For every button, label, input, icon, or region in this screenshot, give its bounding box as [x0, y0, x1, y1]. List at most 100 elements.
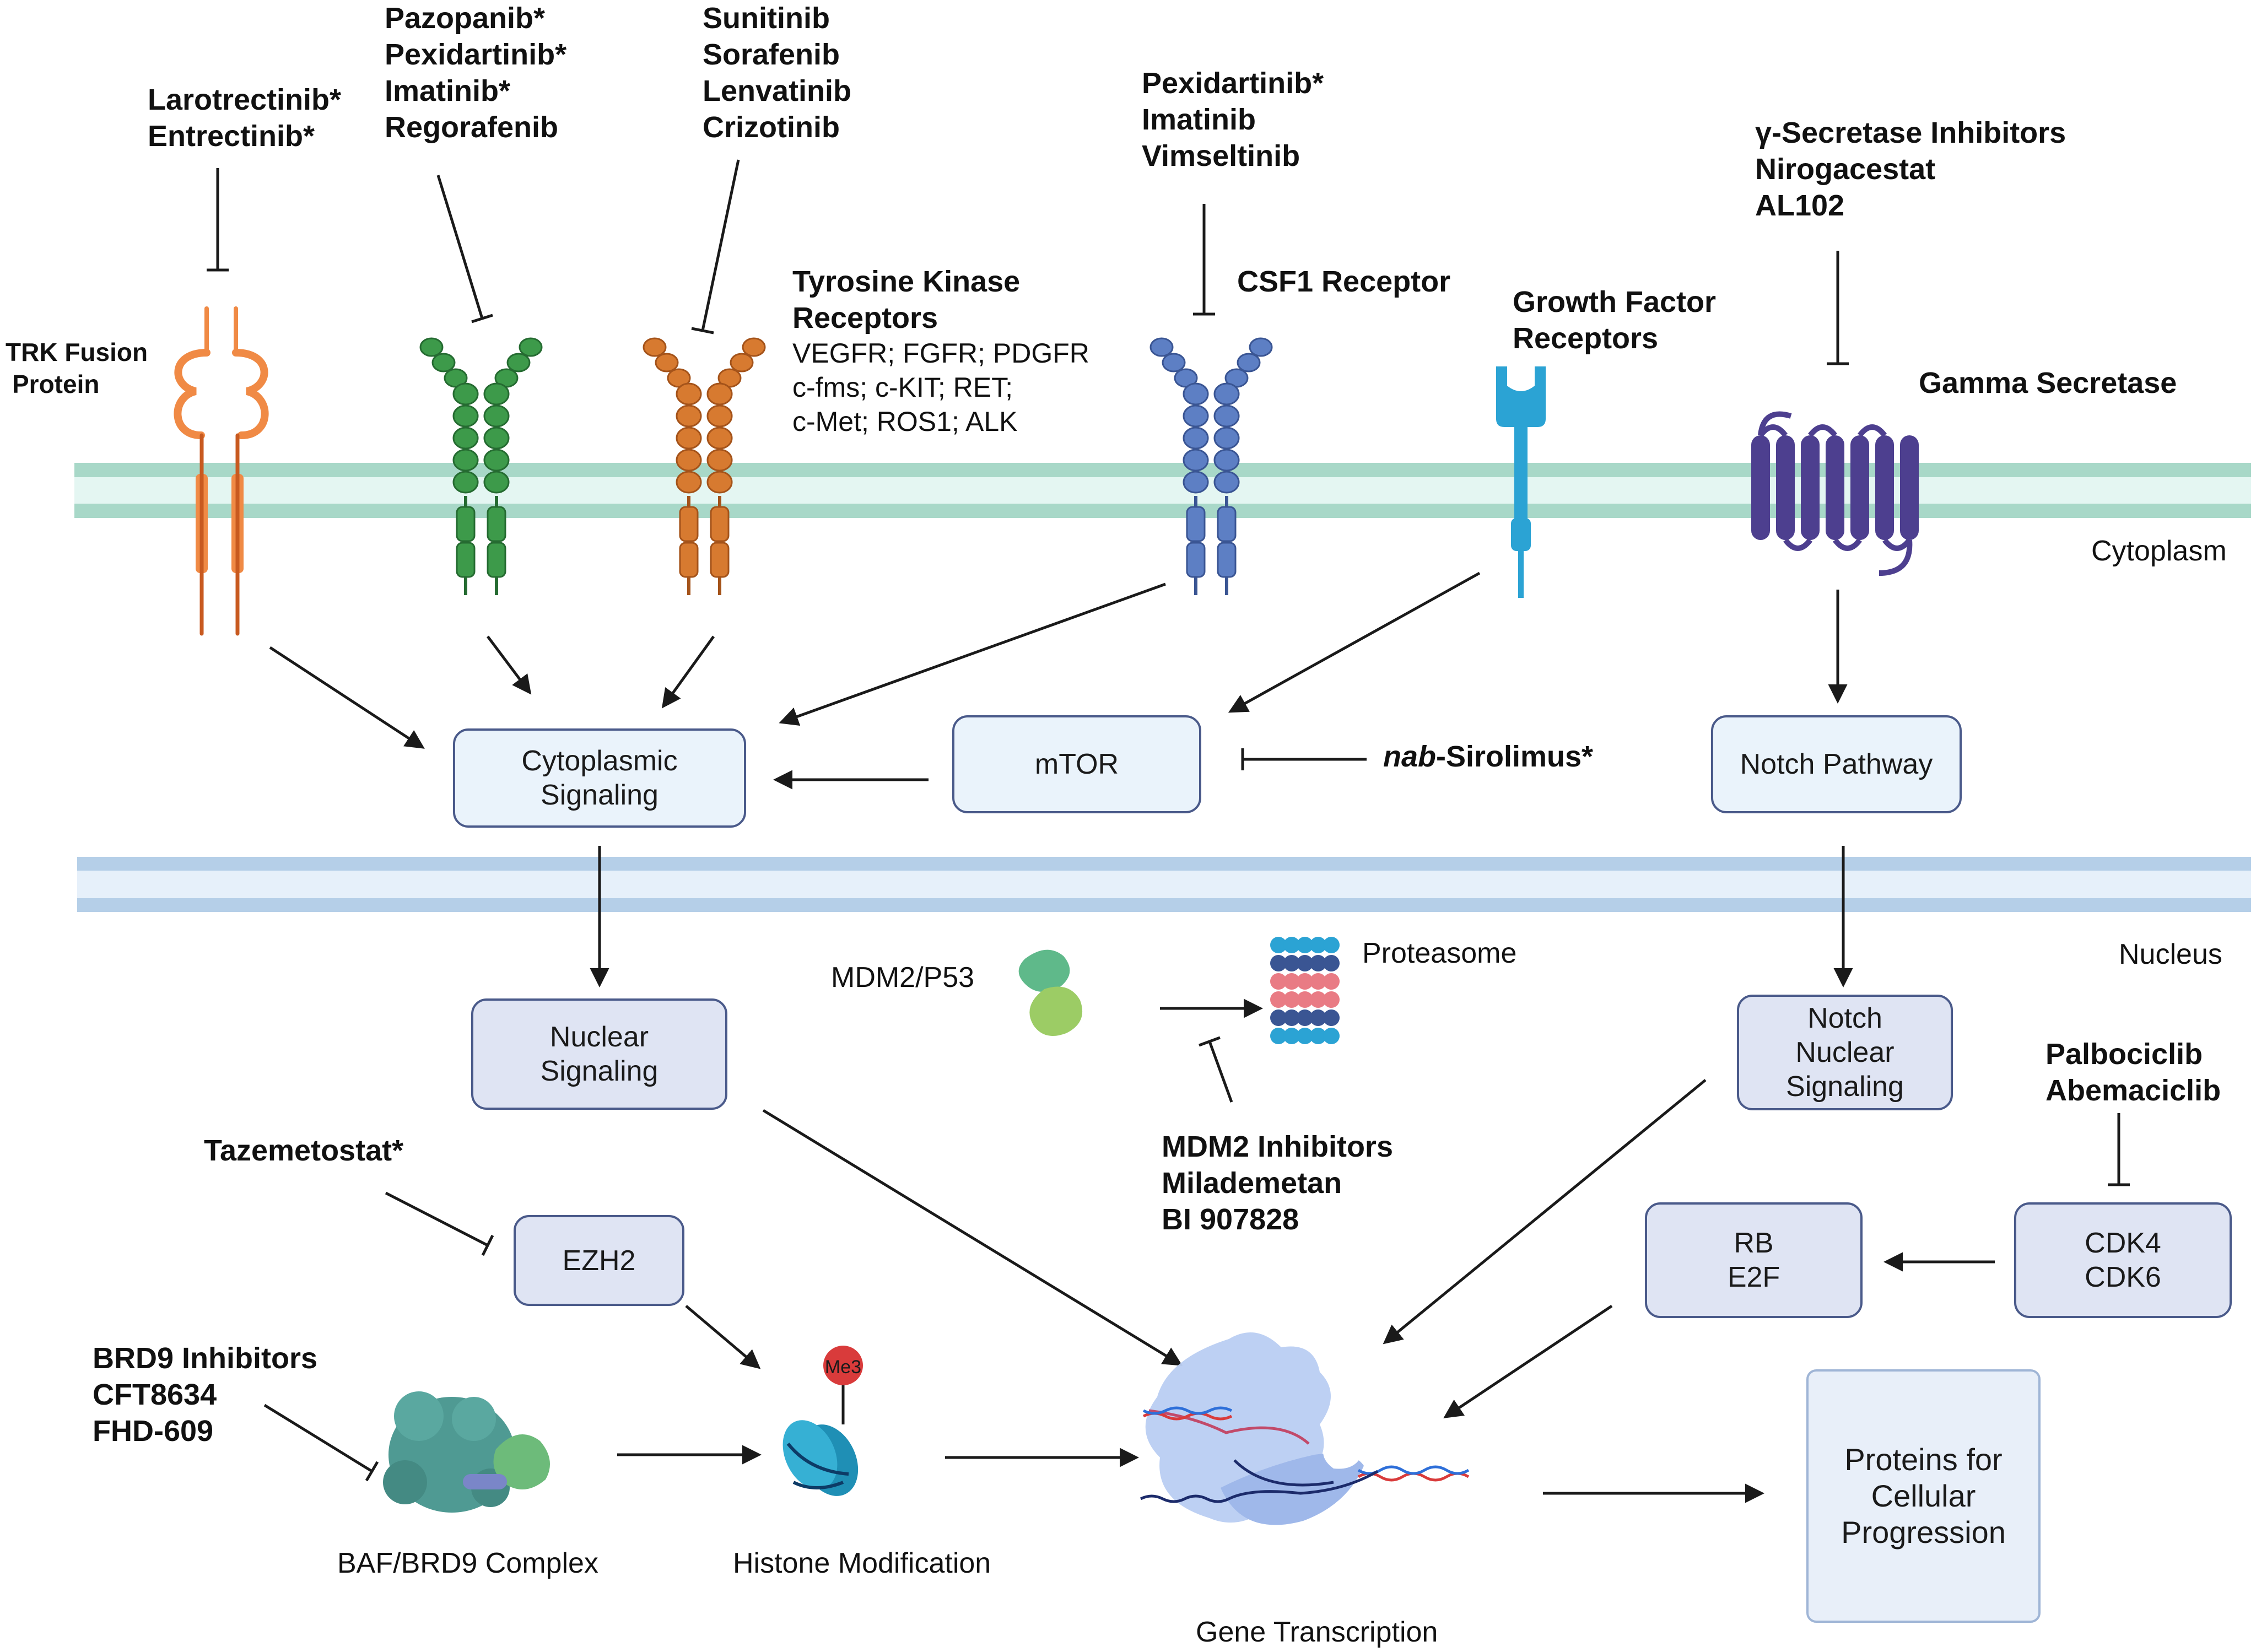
- ezh2-box: EZH2: [514, 1215, 684, 1306]
- notch-nuclear-line-3: Signaling: [1786, 1071, 1904, 1103]
- tkr-list-line-3: c-Met; ROS1; ALK: [792, 406, 1018, 437]
- drug-brd9-inhibitors: BRD9 Inhibitors: [93, 1342, 318, 1375]
- trk-fusion-protein-icon: [174, 306, 269, 636]
- drug-mdm2-inhibitors: MDM2 Inhibitors: [1162, 1130, 1393, 1163]
- cytoplasm-label: Cytoplasm: [2091, 535, 2227, 567]
- orange-receptor-icon: [643, 337, 766, 595]
- histone-modification-label: Histone Modification: [733, 1547, 991, 1579]
- growth-factor-receptors-label: Growth Factor Receptors: [1513, 284, 1716, 357]
- gamma-secretase-label: Gamma Secretase: [1919, 366, 2177, 399]
- mtor-label: mTOR: [1034, 748, 1119, 780]
- proteasome-icon: [1270, 937, 1340, 1044]
- cytoplasmic-signaling-box: Cytoplasmic Signaling: [453, 728, 746, 828]
- tkr-list-line-2: c-fms; c-KIT; RET;: [792, 372, 1013, 403]
- nab-prefix: nab: [1383, 740, 1437, 773]
- proteins-line-2: Cellular: [1871, 1478, 1976, 1513]
- drug-pazopanib: Pazopanib*: [385, 2, 546, 35]
- drug-pexidartinib: Pexidartinib*: [385, 38, 567, 71]
- notch-pathway-box: Notch Pathway: [1711, 715, 1962, 813]
- tkr-list-line-1: VEGFR; FGFR; PDGFR: [792, 338, 1089, 369]
- drug-bi-907828: BI 907828: [1162, 1203, 1299, 1236]
- drug-lenvatinib: Lenvatinib: [703, 74, 852, 107]
- e2f-label: E2F: [1727, 1261, 1780, 1293]
- rna-polymerase-icon: [1140, 1332, 1470, 1525]
- drug-fhd-609: FHD-609: [93, 1415, 214, 1448]
- drug-vimseltinib: Vimseltinib: [1142, 139, 1300, 172]
- histone-icon: Me3: [782, 1346, 863, 1496]
- baf-brd9-complex-icon: [383, 1391, 550, 1513]
- drug-crizotinib: Crizotinib: [703, 111, 840, 144]
- cdk-box: CDK4 CDK6: [2014, 1202, 2232, 1318]
- tkr-title-line-2: Receptors: [792, 301, 938, 334]
- sirolimus-text: -Sirolimus*: [1436, 740, 1594, 773]
- cdk6-label: CDK6: [2085, 1261, 2161, 1293]
- brd9-inhibitors-label: BRD9 Inhibitors CFT8634 FHD-609: [93, 1340, 317, 1449]
- rb-label: RB: [1734, 1227, 1774, 1259]
- ezh2-label: EZH2: [562, 1244, 636, 1277]
- drug-larotrectinib: Larotrectinib*: [148, 83, 342, 116]
- drug-abemaciclib: Abemaciclib: [2045, 1074, 2221, 1107]
- me3-label: Me3: [825, 1357, 861, 1378]
- mtor-box: mTOR: [952, 715, 1201, 813]
- nuclear-membrane: [77, 857, 2251, 912]
- mdm2-p53-label: MDM2/P53: [831, 962, 975, 994]
- drug-imatinib-2: Imatinib: [1142, 103, 1256, 136]
- tyrosine-kinase-receptors-label: Tyrosine Kinase Receptors VEGFR; FGFR; P…: [792, 263, 1089, 439]
- baf-complex-label: BAF/BRD9 Complex: [337, 1547, 598, 1579]
- gf-label-line-2: Receptors: [1513, 322, 1659, 355]
- activation-arrows: [269, 571, 1995, 1503]
- drug-pexidartinib-2: Pexidartinib*: [1142, 67, 1324, 100]
- proteins-line-3: Progression: [1841, 1515, 2006, 1550]
- proteasome-label: Proteasome: [1362, 937, 1517, 969]
- drug-group-b-label: Sunitinib Sorafenib Lenvatinib Crizotini…: [703, 0, 851, 145]
- drug-group-a-label: Pazopanib* Pexidartinib* Imatinib* Regor…: [385, 0, 566, 145]
- drug-al102: AL102: [1755, 189, 1845, 222]
- drug-entrectinib: Entrectinib*: [148, 120, 315, 153]
- trk-fusion-protein-label: TRK Fusion Protein: [6, 336, 148, 400]
- nucleus-label: Nucleus: [2119, 938, 2222, 970]
- csf1-receptor-icon: [1149, 337, 1273, 595]
- proteins-line-1: Proteins for: [1844, 1442, 2003, 1477]
- trk-label-line-2: Protein: [12, 370, 100, 398]
- trk-inhibitors-label: Larotrectinib* Entrectinib*: [148, 82, 341, 154]
- gamma-secretase-icon: [1751, 411, 1919, 576]
- tkr-title-line-1: Tyrosine Kinase: [792, 265, 1021, 298]
- drug-sunitinib: Sunitinib: [703, 2, 830, 35]
- drug-sorafenib: Sorafenib: [703, 38, 840, 71]
- cytoplasmic-signaling-line-2: Signaling: [541, 779, 659, 811]
- notch-nuclear-line-2: Nuclear: [1795, 1036, 1895, 1068]
- drug-cft8634: CFT8634: [93, 1378, 217, 1411]
- inhibition-lines: [207, 159, 2130, 1482]
- cdk4-label: CDK4: [2085, 1227, 2161, 1259]
- gamma-secretase-inhibitors-label: γ-Secretase Inhibitors Nirogacestat AL10…: [1755, 115, 2066, 224]
- tazemetostat-label: Tazemetostat*: [204, 1134, 404, 1167]
- csf1-receptor-label: CSF1 Receptor: [1237, 265, 1451, 298]
- green-receptor-icon: [419, 337, 543, 595]
- drug-imatinib: Imatinib*: [385, 74, 511, 107]
- drug-gamma-secretase-inhibitors: γ-Secretase Inhibitors: [1755, 116, 2066, 149]
- nuclear-signaling-box: Nuclear Signaling: [471, 998, 727, 1110]
- nuclear-signaling-line-1: Nuclear: [549, 1021, 649, 1053]
- mdm2-p53-protein-icon: [1018, 949, 1083, 1036]
- mdm2-inhibitors-label: MDM2 Inhibitors Milademetan BI 907828: [1162, 1129, 1393, 1238]
- plasma-membrane: [74, 463, 2251, 518]
- trk-label-line-1: TRK Fusion: [6, 338, 148, 366]
- cytoplasmic-signaling-line-1: Cytoplasmic: [521, 745, 678, 777]
- notch-nuclear-line-1: Notch: [1807, 1002, 1882, 1034]
- notch-nuclear-signaling-box: Notch Nuclear Signaling: [1737, 995, 1953, 1110]
- rb-e2f-box: RB E2F: [1645, 1202, 1863, 1318]
- drug-milademetan: Milademetan: [1162, 1167, 1342, 1200]
- proteins-cellular-progression-box: Proteins for Cellular Progression: [1806, 1369, 2041, 1623]
- nab-sirolimus-label: nab-Sirolimus*: [1383, 738, 1593, 775]
- drug-regorafenib: Regorafenib: [385, 111, 559, 144]
- notch-pathway-label: Notch Pathway: [1740, 748, 1933, 780]
- growth-factor-receptor-icon: [1496, 366, 1546, 598]
- cdk-inhibitors-label: Palbociclib Abemaciclib: [2045, 1036, 2221, 1109]
- gf-label-line-1: Growth Factor: [1513, 285, 1717, 318]
- nuclear-signaling-line-2: Signaling: [540, 1055, 659, 1087]
- drug-nirogacestat: Nirogacestat: [1755, 153, 1936, 186]
- csf1-inhibitors-label: Pexidartinib* Imatinib Vimseltinib: [1142, 65, 1324, 174]
- gene-transcription-label: Gene Transcription: [1196, 1616, 1438, 1648]
- drug-palbociclib: Palbociclib: [2045, 1038, 2203, 1071]
